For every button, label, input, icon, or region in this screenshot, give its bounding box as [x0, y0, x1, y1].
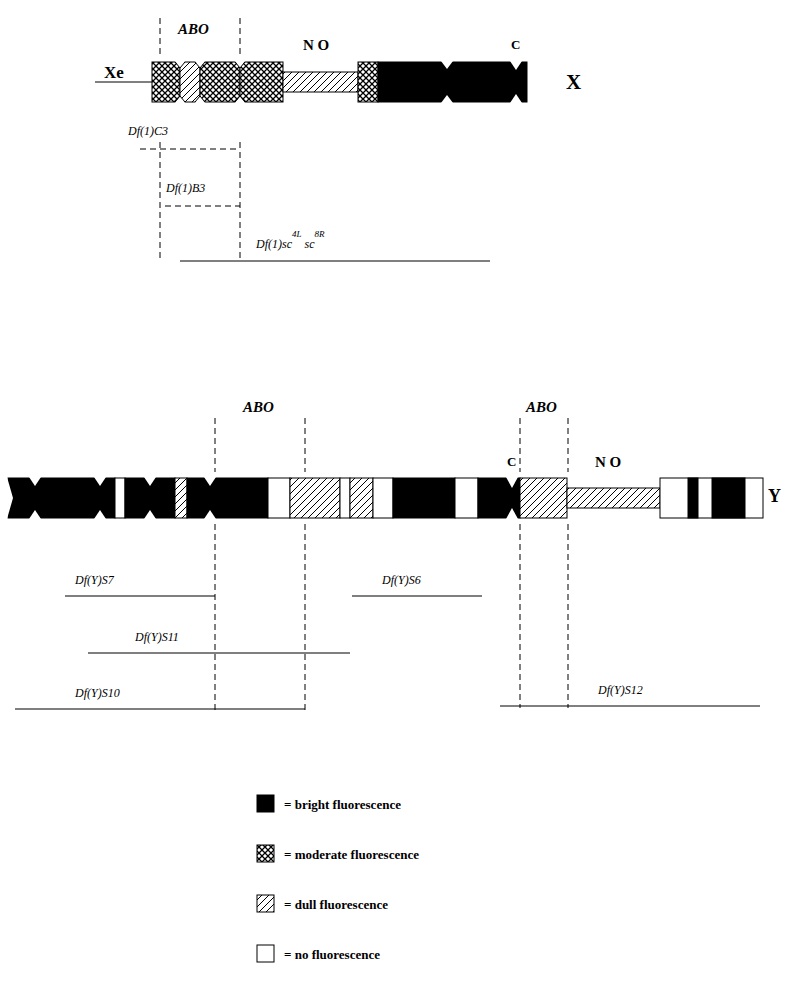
- centromere-label: C: [507, 455, 516, 468]
- deficiency-lines: [15, 596, 760, 709]
- constriction-notches: [7, 477, 518, 519]
- deficiency-label: Df(1)B3: [166, 182, 205, 194]
- deficiency-label: sc: [305, 238, 315, 250]
- deficiency-superscript: 8R: [315, 230, 325, 239]
- legend-swatch: [256, 894, 276, 914]
- legend-text: = dull fluorescence: [284, 898, 388, 911]
- x-chromosome: [95, 62, 527, 102]
- deficiency-label: Df(Y)S11: [135, 631, 179, 643]
- centromere-label: C: [511, 38, 520, 51]
- deficiency-label: Df(Y)S12: [598, 684, 643, 696]
- deficiency-label: Df(Y)S10: [75, 687, 120, 699]
- legend-swatch: [256, 794, 276, 814]
- region-label: ABO: [526, 400, 557, 415]
- region-label: N O: [303, 38, 329, 53]
- deficiency-label: Df(Y)S7: [75, 574, 114, 586]
- deficiency-line: [180, 261, 490, 262]
- chromosome-label: Y: [768, 487, 781, 505]
- region-label: ABO: [178, 22, 209, 37]
- legend-swatch: [256, 944, 276, 964]
- y-chromosome: [8, 478, 763, 518]
- legend-swatch: [256, 844, 276, 864]
- deficiency-superscript: 4L: [292, 230, 302, 239]
- region-label: ABO: [243, 400, 274, 415]
- region-boundaries: [215, 418, 568, 712]
- legend-text: = bright fluorescence: [284, 798, 401, 811]
- deficiency-label: Df(Y)S6: [382, 574, 421, 586]
- chromosome-label: X: [566, 72, 581, 93]
- arm-label: Xe: [104, 64, 124, 81]
- legend-text: = moderate fluorescence: [284, 848, 419, 861]
- region-label: N O: [595, 455, 621, 470]
- deficiency-label: Df(1)sc: [256, 238, 292, 250]
- legend-text: = no fluorescence: [284, 948, 380, 961]
- region-boundaries: [140, 18, 240, 262]
- constriction-notches: [175, 61, 522, 103]
- deficiency-label: Df(1)C3: [128, 125, 168, 137]
